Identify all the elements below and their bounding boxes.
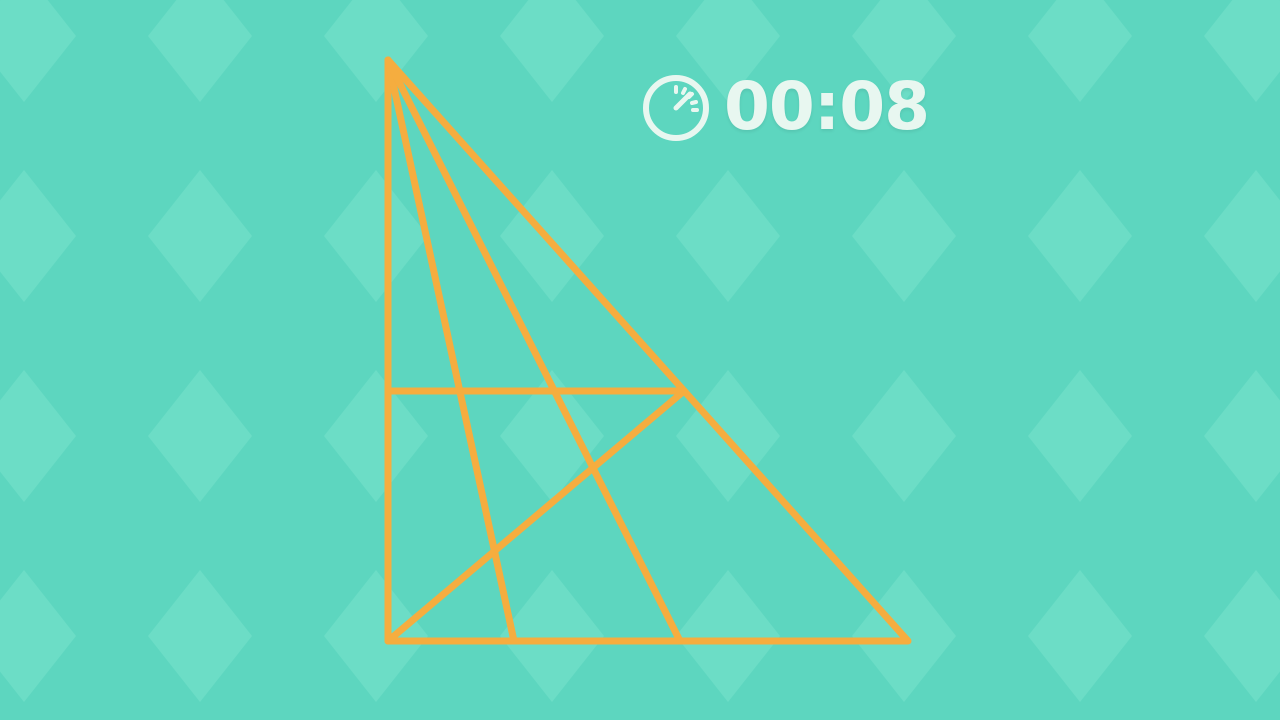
stopwatch-icon <box>643 75 709 141</box>
inner-line-1 <box>384 56 518 645</box>
timer: 00:08 <box>640 62 930 152</box>
timer-value: 00:08 <box>724 68 930 145</box>
outer-triangle <box>384 56 912 645</box>
diagonal-line <box>384 387 688 645</box>
inner-line-2 <box>384 56 684 645</box>
